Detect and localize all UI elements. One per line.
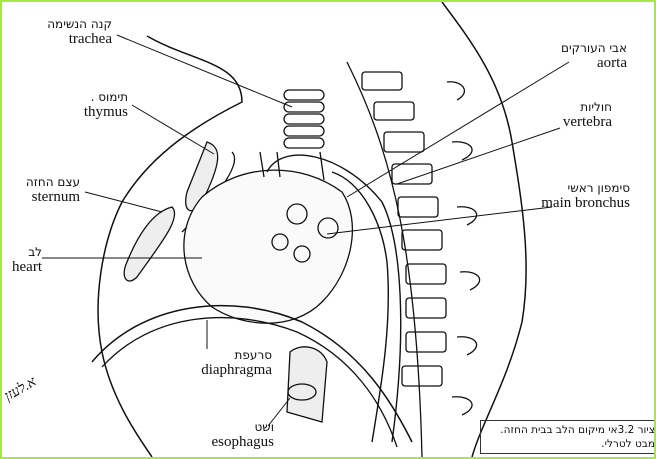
- label-vertebra: חוליות vertebra: [542, 100, 612, 130]
- bronchus-hebrew: סימפון ראשי: [567, 181, 630, 195]
- label-diaphragma: סרעפת diaphragma: [152, 348, 272, 378]
- label-main-bronchus: סימפון ראשי main bronchus: [512, 181, 630, 211]
- leader-lines: [42, 34, 570, 427]
- label-esophagus: ושט esophagus: [182, 420, 275, 450]
- diaphragma-english: diaphragma: [201, 362, 272, 378]
- label-trachea: קנה הנשימה trachea: [12, 17, 112, 47]
- esophagus-hebrew: ושט: [254, 420, 274, 434]
- heart-hebrew: לב: [28, 245, 42, 259]
- trachea-english: trachea: [68, 31, 112, 47]
- vertebra-english: vertebra: [562, 114, 612, 130]
- thymus-english: thymus: [83, 104, 128, 120]
- label-thymus: תימוס . thymus: [32, 90, 128, 120]
- sternum-hebrew: עצם החזה: [25, 175, 80, 189]
- aorta-hebrew: אבי העורקים: [560, 41, 627, 55]
- figure-caption: ציור 3.2אי מיקום הלב בבית החזה. מבט לטרל…: [480, 420, 654, 454]
- trachea-drawing: [283, 89, 325, 149]
- vertebrae-drawing: [346, 61, 481, 457]
- sternum-english: sternum: [31, 189, 80, 205]
- aorta-english: aorta: [597, 55, 627, 71]
- vertebra-hebrew: חוליות: [580, 100, 612, 114]
- diaphragma-hebrew: סרעפת: [234, 348, 272, 362]
- label-heart: לב heart: [2, 245, 42, 275]
- label-aorta: אבי העורקים aorta: [522, 41, 627, 71]
- esophagus-english: esophagus: [211, 434, 275, 450]
- trachea-hebrew: קנה הנשימה: [47, 17, 112, 31]
- thymus-hebrew: תימוס .: [90, 90, 128, 104]
- bronchus-english: main bronchus: [541, 195, 630, 211]
- heart-english: heart: [12, 259, 42, 275]
- label-sternum: עצם החזה sternum: [2, 175, 80, 205]
